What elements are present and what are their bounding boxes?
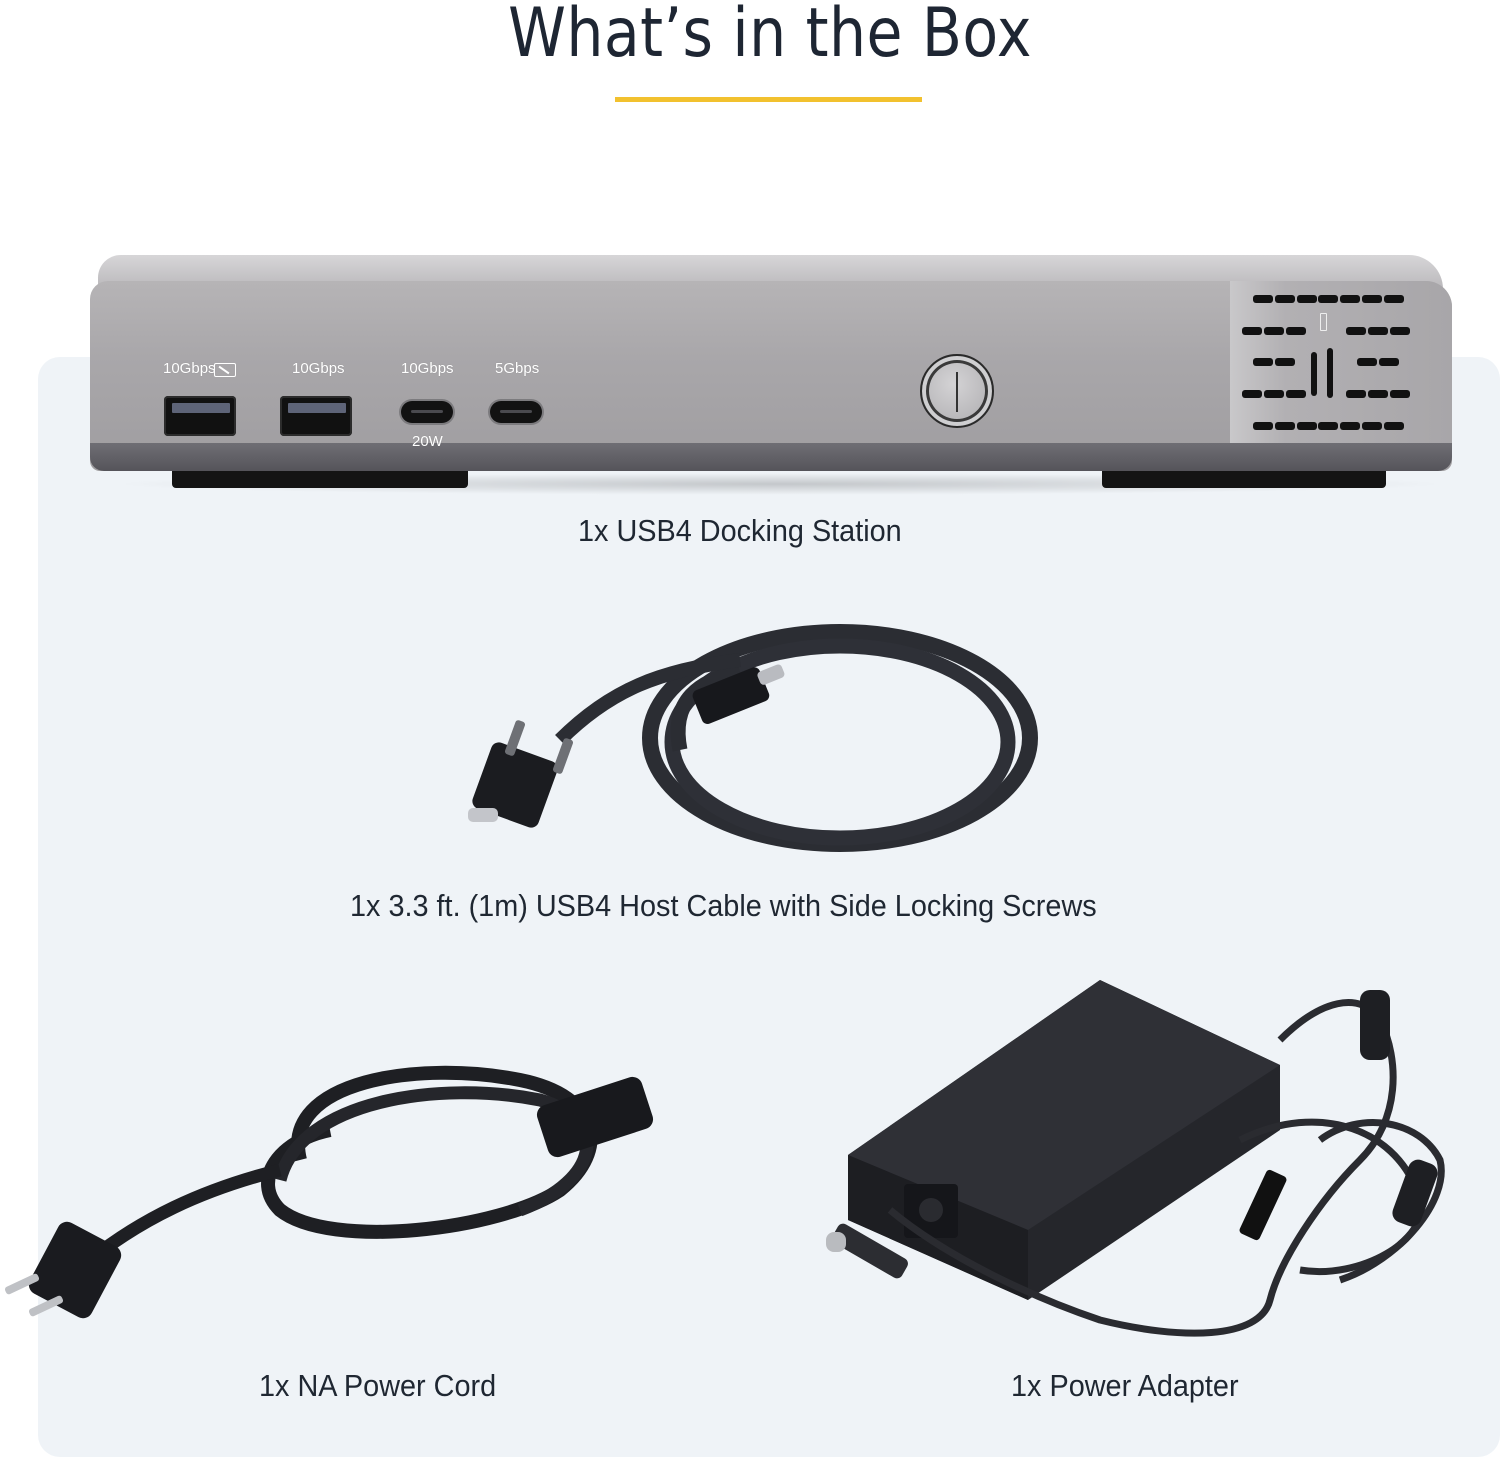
lock-slot-2	[1327, 348, 1333, 398]
caption-power-adapter: 1x Power Adapter	[1011, 1368, 1239, 1403]
charging-icon	[214, 363, 236, 377]
caption-usb4-cable: 1x 3.3 ft. (1m) USB4 Host Cable with Sid…	[350, 888, 1097, 923]
page-title: What’s in the Box	[508, 0, 1032, 73]
port-sublabel-20w: 20W	[412, 433, 443, 450]
usb-a-port-2	[280, 396, 352, 436]
dock-foot-left	[172, 470, 468, 488]
port-label-usb-a-2: 10Gbps	[292, 360, 345, 377]
dock-front-face	[90, 281, 1452, 471]
usb-c-port-1	[401, 401, 453, 423]
usb4-cable-image	[468, 624, 1038, 852]
lock-slot	[1311, 352, 1317, 396]
port-label-usb-a-1: 10Gbps	[163, 360, 216, 377]
usb-a-port-1	[164, 396, 236, 436]
power-adapter-image	[826, 980, 1445, 1337]
power-button-icon	[920, 354, 994, 428]
power-cord-image	[4, 1065, 654, 1319]
title-accent-rule	[615, 97, 922, 102]
caption-docking-station: 1x USB4 Docking Station	[578, 513, 902, 548]
usb-c-port-2	[490, 401, 542, 423]
dock-foot-right	[1102, 470, 1386, 488]
docking-station-image: 10Gbps 10Gbps 10Gbps 20W 5Gbps	[90, 255, 1452, 495]
dock-base-strip	[90, 443, 1452, 471]
port-label-usb-c-2: 5Gbps	[495, 360, 540, 377]
port-label-usb-c-1: 10Gbps	[401, 360, 454, 377]
caption-power-cord: 1x NA Power Cord	[259, 1368, 497, 1403]
contents-panel	[38, 357, 1500, 1457]
lock-icon	[1320, 313, 1327, 331]
